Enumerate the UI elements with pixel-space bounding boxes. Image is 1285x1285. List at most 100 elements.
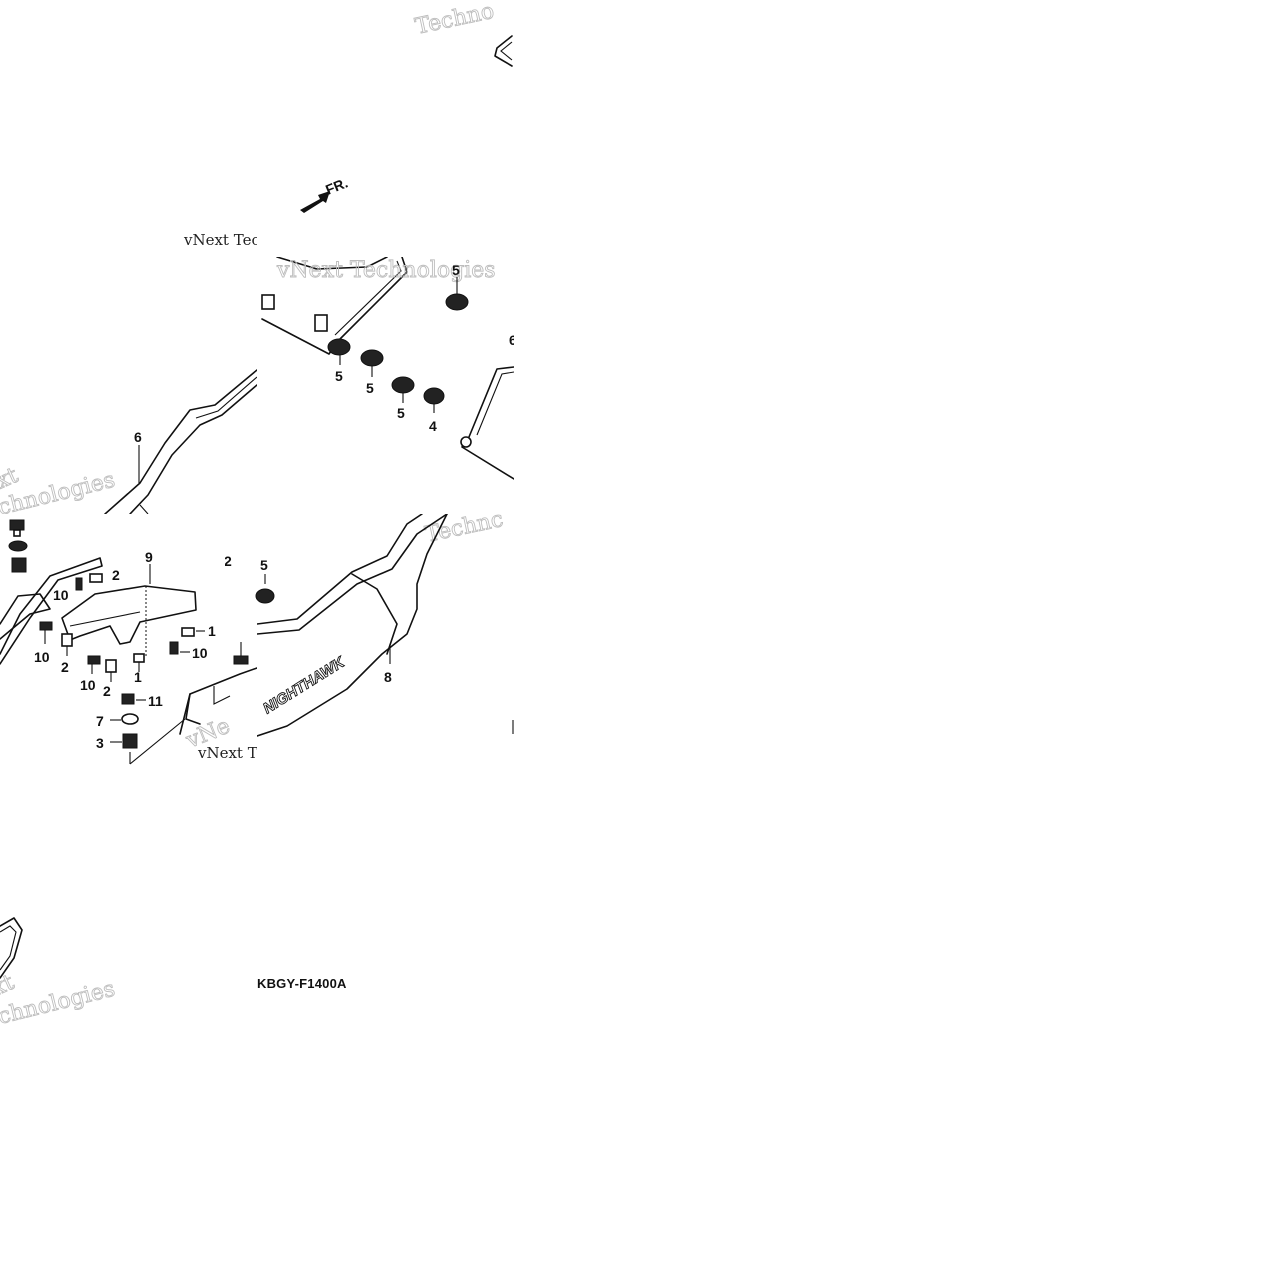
watermark-text: Techno (413, 0, 496, 40)
grommet-5 (445, 293, 469, 311)
side-rail-edge (139, 504, 149, 514)
watermark-text: Technc (423, 514, 505, 548)
rear-fender-detail (213, 686, 231, 705)
front-label: FR. (323, 175, 350, 198)
side-cover-pin (460, 436, 472, 448)
callout-5: 5 (366, 380, 374, 396)
clip-nut (233, 655, 249, 665)
bolt-head (121, 693, 135, 705)
washer (121, 713, 139, 725)
callout-10: 10 (53, 587, 69, 603)
side-cover-top-edge (257, 514, 448, 635)
side-cover-outline (461, 366, 514, 480)
tray-outline (276, 257, 388, 270)
callout-1: 1 (134, 669, 142, 685)
cover-corner-inner (0, 925, 17, 971)
clip-nut (133, 653, 145, 663)
tray-tab (314, 314, 328, 332)
callout-5: 5 (452, 262, 460, 278)
rear-fender (179, 667, 257, 735)
bolt-shank (13, 529, 21, 537)
watermark-text: chnologies (0, 977, 118, 1030)
tray-inner-edge (334, 260, 402, 336)
callout-partial: 6 (509, 332, 514, 348)
callout-7: 7 (96, 713, 104, 729)
clip-nut (89, 573, 103, 583)
diagram-code: KBGY-F1400A (257, 976, 347, 991)
tile-bottom-fragment-drawing: xt chnologies (0, 917, 118, 1030)
loose-fasteners: 2 (225, 553, 249, 665)
rear-fender-bracket (185, 693, 201, 725)
side-rail-outline (129, 384, 257, 514)
watermark-text: vNext Technologies (276, 258, 496, 283)
tile-rear-cowl: 9 2 10 1 10 10 2 10 2 1 (0, 514, 257, 771)
watermark-text: vNext Tec (183, 231, 257, 249)
front-direction-indicator: FR. (300, 175, 350, 213)
leader-line (129, 718, 186, 765)
front-arrow-icon (300, 191, 330, 213)
bolt-head (9, 519, 25, 531)
callout-2: 2 (225, 553, 232, 569)
cover-corner (0, 917, 23, 979)
tile-bottom-fragment: xt chnologies (0, 900, 120, 1030)
grommet-small (261, 294, 275, 310)
tile-side-cover: Technc NIGHTHAWK 8 (257, 514, 514, 771)
callout-5: 5 (260, 557, 268, 573)
grab-rail-mount (0, 593, 51, 640)
watermark-text: vNext Tec (197, 744, 257, 762)
side-cover-edge (476, 371, 514, 436)
callout-10: 10 (80, 677, 96, 693)
washer (8, 540, 28, 552)
rubber-grommet (122, 733, 138, 749)
seat-cowl (61, 585, 197, 645)
callout-2: 2 (61, 659, 69, 675)
nighthawk-logo: NIGHTHAWK (260, 653, 348, 717)
callout-10: 10 (192, 645, 208, 661)
callout-4: 4 (429, 418, 437, 434)
screw (75, 577, 83, 591)
screw (169, 641, 179, 655)
callout-8: 8 (384, 669, 392, 685)
tile-side-rail: vNext Tec xt chnologies 6 (0, 225, 257, 514)
tile-tray-grommets-drawing: vNext Technologies 11 7 3 5 5 5 5 4 6 (261, 257, 514, 480)
side-cover-lower-edge (257, 514, 448, 737)
grab-rail (0, 557, 103, 665)
callout-6: 6 (134, 429, 142, 445)
callout-2: 2 (103, 683, 111, 699)
frame-corner (494, 35, 513, 67)
seat-cowl-edge (69, 611, 141, 627)
grommet-group: 5 (255, 557, 275, 604)
tile-side-rail-drawing: vNext Tec xt chnologies 6 (0, 231, 257, 514)
callout-9: 9 (145, 549, 153, 565)
clip-nut (61, 633, 73, 647)
callout-11: 11 (148, 693, 163, 709)
tile-side-cover-drawing: Technc NIGHTHAWK 8 (257, 514, 514, 737)
grommet-5 (255, 588, 275, 604)
side-cover-panel-edge (351, 573, 398, 655)
side-cover-top-edge (257, 514, 423, 625)
callout-1: 1 (208, 623, 216, 639)
screw (39, 621, 53, 631)
tile-tray-grommets: vNext Technologies 11 7 3 5 5 5 5 4 6 (257, 257, 514, 514)
watermark-text: xt (0, 970, 18, 1002)
tile-top-strip-drawing: Techno (413, 0, 513, 67)
side-rail-edge (195, 376, 257, 419)
tile-rear-cowl-drawing: 9 2 10 1 10 10 2 10 2 1 (0, 519, 257, 765)
rubber-grommet (11, 557, 27, 573)
side-rail-outline (104, 369, 257, 514)
callout-2: 2 (112, 567, 120, 583)
frame-corner-inner (500, 41, 513, 61)
callout-3: 3 (96, 735, 104, 751)
callout-5: 5 (397, 405, 405, 421)
clip-nut (181, 627, 195, 637)
grommet-5 (360, 349, 384, 367)
tile-top-strip: Techno (257, 0, 514, 70)
callout-5: 5 (335, 368, 343, 384)
callout-10: 10 (34, 649, 50, 665)
grommet-5 (327, 338, 351, 356)
watermark-text: chnologies (0, 468, 118, 514)
screw (87, 655, 101, 665)
clip-nut (105, 659, 117, 673)
grommet-4 (423, 387, 445, 405)
